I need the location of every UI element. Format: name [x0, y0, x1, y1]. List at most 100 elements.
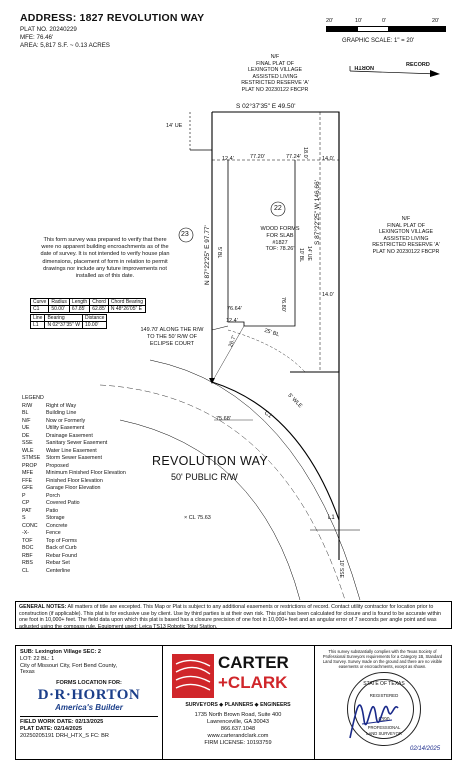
dim-14-0-a: 14.0': [322, 156, 334, 162]
legend-meaning: Right of Way: [46, 402, 77, 409]
legend-abbrev: RBF: [22, 552, 33, 559]
general-notes: GENERAL NOTES: All matters of title are …: [15, 601, 452, 630]
ue-14-label: 14' UE: [306, 246, 312, 261]
graphic-scale: 20' 10' 0' 20' GRAPHIC SCALE: 1" = 20': [320, 12, 450, 52]
slab-line-3: #1827: [272, 239, 288, 246]
legend-abbrev: RBS: [22, 560, 33, 566]
dim-76-80: 76.80': [280, 297, 286, 312]
subdivision-info: SUB: Lexington Village SEC: 2 LOT: 22 BL…: [16, 646, 163, 759]
dim-18-0: 18.0': [302, 147, 308, 159]
length-cell: 67.85': [68, 305, 91, 313]
company-name-2-wrap: +CLARK: [218, 674, 287, 692]
legend-meaning: Minimum Finished Floor Elevation: [46, 470, 126, 476]
legend-row: PROP Proposed: [22, 463, 126, 471]
plat-linework: [99, 111, 361, 600]
general-notes-label: GENERAL NOTES:: [19, 604, 67, 610]
setback-line: [211, 325, 229, 331]
company-services: SURVEYORS ◆ PLANNERS ◆ ENGINEERS: [185, 702, 291, 708]
cl-elevation: × CL 75.63: [184, 515, 211, 521]
company-address-2: Lawrenceville, GA 30043: [207, 719, 269, 725]
length-header: Length: [68, 298, 91, 306]
legend-meaning: Concrete: [46, 522, 68, 529]
legend-meaning: Proposed: [46, 462, 69, 469]
legend-abbrev: SSE: [22, 440, 33, 446]
legend-row: R/W Right of Way: [22, 403, 126, 411]
legend-row: SSE Sanitary Sewer Easement: [22, 440, 126, 448]
lot-23-label: 23: [181, 231, 189, 238]
legend-abbrev: R/W: [22, 402, 33, 409]
signature-icon: [349, 704, 399, 739]
dim-10-sse: 10' SSE: [338, 560, 344, 578]
scale-bar-black-2: [388, 26, 446, 32]
top-adj-line-5: RESTRICTED RESERVE 'A': [241, 80, 309, 87]
mfe-value: MFE: 76.46': [20, 34, 54, 41]
plat-number: PLAT NO. 20240229: [20, 26, 77, 33]
disclaimer-note: This form survey was prepared to verify …: [20, 237, 190, 280]
topo-icon: [175, 659, 211, 691]
slab-line-2: FOR SLAB: [266, 232, 294, 239]
chord-bearing-header: Chord Bearing: [107, 298, 147, 306]
slab-outline: [227, 160, 296, 327]
bl-25-line: [227, 329, 306, 373]
right-adj-line-5: RESTRICTED RESERVE 'A': [372, 242, 440, 249]
dim-14-0-b: 14.0': [322, 292, 334, 298]
company-address-1: 1735 North Brown Road, Suite 400: [194, 712, 282, 718]
top-adjoiner-note: N/F FINAL PLAT OF LEXINGTON VILLAGE ASSI…: [236, 54, 314, 94]
scale-label: GRAPHIC SCALE: 1" = 20': [342, 38, 415, 44]
dim-75-68: 75.68': [216, 416, 231, 422]
chord-bearing-cell: N 48°26'05" E: [107, 305, 147, 313]
legend-abbrev: MFE: [22, 470, 34, 476]
disclaimer-line-6: installed as of this date.: [75, 273, 135, 280]
right-adj-line-3: LEXINGTON VILLAGE: [378, 229, 434, 236]
top-adj-line-2: FINAL PLAT OF: [256, 60, 294, 67]
legend-meaning: Drainage Easement: [46, 432, 93, 439]
legend-abbrev: GFE: [22, 485, 33, 491]
radius-cell: 50.00': [48, 305, 70, 313]
legend-abbrev: TOF: [22, 537, 33, 544]
legend-meaning: Centerline: [46, 567, 71, 574]
legend-meaning: Sanitary Sewer Easement: [46, 440, 108, 446]
right-adj-line-2: FINAL PLAT OF: [387, 222, 425, 229]
right-adj-line-4: ASSISTED LIVING: [383, 235, 429, 242]
company-name-2: +CLARK: [218, 673, 288, 692]
legend-meaning: Water Line Easement: [46, 447, 97, 454]
plat-date: PLAT DATE: 02/14/2025: [20, 725, 82, 732]
street-rw: 50' PUBLIC R/W: [171, 472, 238, 482]
distance-header: Distance: [81, 314, 108, 322]
legend-meaning: Building Line: [46, 410, 77, 416]
right-adj-line-6: PLAT NO 20230122 FBCPR: [372, 248, 440, 255]
north-arrow-icon: [349, 66, 440, 77]
l1-label: L1: [328, 515, 335, 521]
bearing-header: Bearing: [44, 314, 83, 322]
seal-reg: REGISTERED: [369, 693, 399, 698]
bl-10-label: 10' BL: [298, 248, 304, 263]
left-bearing: N 87°22'25" E 97.77': [204, 225, 211, 285]
curve-table: Curve Radius Length Chord Chord Bearing …: [29, 298, 147, 313]
builder-tagline: America's Builder: [55, 702, 123, 712]
legend-abbrev: PROP: [22, 462, 38, 469]
slab-line-1: WOOD FORMS: [260, 226, 300, 232]
lot-22-label: 22: [274, 205, 282, 212]
top-adj-line-6: PLAT NO 20230122 FBCPR: [241, 86, 309, 93]
distance-cell: 10.00': [81, 321, 108, 329]
bearing-cell: N 02°37'35" W: [44, 321, 83, 329]
job-number: 20250205191 DRH_HTX_S FC: BR: [20, 732, 109, 739]
legend-meaning: Utility Easement: [46, 425, 85, 431]
line-cell: L1: [29, 321, 46, 329]
top-adj-line-1: N/F: [270, 54, 280, 60]
record-label: RECORD: [406, 62, 430, 68]
along-row-line-3: ECLIPSE COURT: [149, 341, 195, 347]
surveyor-seal: STATE OF TEXAS REGISTERED 6390 PROFESSIO…: [347, 672, 421, 746]
dim-77-20: 77.20': [250, 154, 265, 160]
bl-5-label: 5' BL: [216, 247, 222, 259]
forms-for-label: FORMS LOCATION FOR:: [56, 680, 122, 687]
address-title: ADDRESS: 1827 REVOLUTION WAY: [20, 12, 205, 24]
legend-meaning: Finished Floor Elevation: [46, 477, 103, 484]
